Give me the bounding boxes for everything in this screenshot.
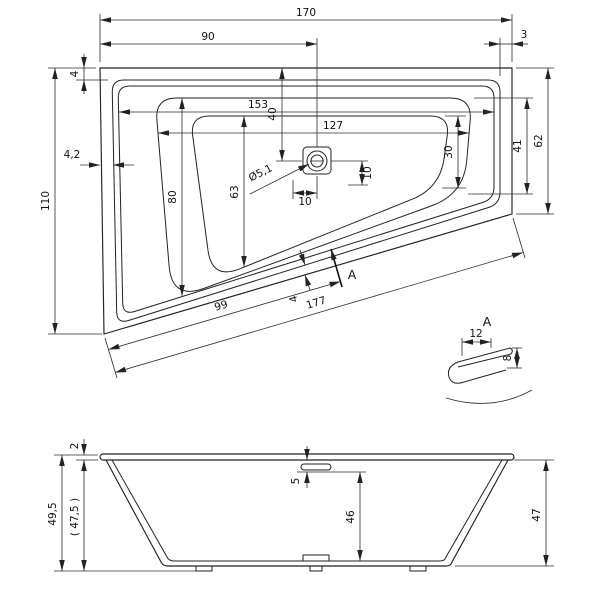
dim-41: 41: [512, 98, 530, 194]
rim-profile: [445, 347, 533, 404]
dim-170: 170: [100, 7, 512, 23]
side-outline: [99, 453, 515, 572]
dim-12: 12: [461, 328, 492, 356]
dim-62: 62: [533, 68, 551, 214]
dim-label-62: 62: [533, 134, 545, 147]
dim-63: 63: [229, 116, 247, 267]
dim-label-47-5: ( 47,5 ): [69, 498, 81, 536]
dim-label-40: 40: [267, 107, 279, 120]
dim-label-8: 8: [502, 355, 514, 362]
dim-label-63: 63: [229, 185, 241, 198]
tub-outline: [99, 67, 513, 335]
dim-label-3: 3: [521, 29, 528, 41]
dim-5: 5: [290, 446, 310, 488]
rim-outer-line: [111, 79, 501, 322]
dim-label-80: 80: [167, 190, 179, 203]
dim-label-41: 41: [512, 139, 524, 152]
section-marker: A: [330, 248, 357, 288]
foot-right: [409, 565, 427, 572]
dim-153: 153: [119, 99, 494, 115]
dim-127: 127: [158, 120, 469, 136]
dim-47-5: ( 47,5 ): [69, 460, 87, 571]
dim-4-top: 4: [69, 54, 87, 94]
dim-label-30: 30: [443, 145, 455, 158]
drain-fitting: [302, 146, 332, 175]
basin-floor-line: [191, 115, 449, 273]
dim-label-drain-diameter: Ø5,1: [247, 162, 275, 184]
dim-47: 47: [531, 460, 549, 566]
dim-label-12: 12: [469, 328, 482, 340]
dim-label-4-top: 4: [69, 70, 81, 77]
dim-label-110: 110: [40, 191, 52, 211]
dim-110: 110: [40, 68, 58, 334]
dim-4-2: 4,2: [64, 149, 134, 168]
dim-label-90: 90: [201, 31, 214, 43]
dim-label-47: 47: [531, 508, 543, 521]
dim-10-vertical: 10: [359, 161, 374, 185]
dim-label-10-vertical: 10: [362, 166, 374, 179]
shell-outer: [105, 459, 509, 567]
dim-label-127: 127: [323, 120, 343, 132]
drain-outer-circle: [306, 150, 328, 172]
dim-label-153: 153: [248, 99, 268, 111]
dim-label-4-2: 4,2: [64, 149, 81, 161]
drain-stub: [309, 565, 323, 572]
dim-label-5: 5: [290, 478, 302, 485]
rim-inner-line: [117, 85, 495, 313]
dim-49-5: 49,5: [47, 455, 65, 571]
dim-10-horizontal: 10: [293, 190, 317, 208]
dim-label-99: 99: [213, 298, 229, 313]
dim-177: 177: [114, 252, 524, 373]
dim-90: 90: [100, 31, 317, 47]
dim-46: 46: [345, 472, 363, 561]
foot-left: [195, 565, 213, 572]
detail-view-a: A 12 8: [445, 314, 533, 404]
tub-outer-edge: [99, 67, 513, 335]
dim-3: 3: [484, 29, 528, 47]
dim-8: 8: [502, 347, 522, 369]
dim-label-2: 2: [69, 443, 81, 450]
dim-label-170: 170: [296, 7, 316, 19]
dim-2: 2: [69, 439, 87, 455]
dim-drain-diameter: Ø5,1: [247, 162, 310, 195]
dim-40: 40: [267, 68, 285, 161]
detail-label: A: [483, 314, 492, 329]
shell-inner: [111, 459, 503, 562]
overflow-fitting: [300, 463, 332, 471]
dim-label-46: 46: [345, 510, 357, 524]
side-view: 2 49,5 ( 47,5 ) 5 46 47: [47, 439, 554, 572]
dim-30: 30: [443, 116, 461, 188]
dim-label-49-5: 49,5: [47, 502, 59, 525]
dim-label-10-horizontal: 10: [298, 196, 311, 208]
drain-flange: [302, 554, 330, 561]
section-label: A: [348, 267, 357, 282]
dim-label-177: 177: [305, 295, 328, 312]
plan-view: 170 90 3 4 110 4,2 40: [40, 7, 554, 379]
